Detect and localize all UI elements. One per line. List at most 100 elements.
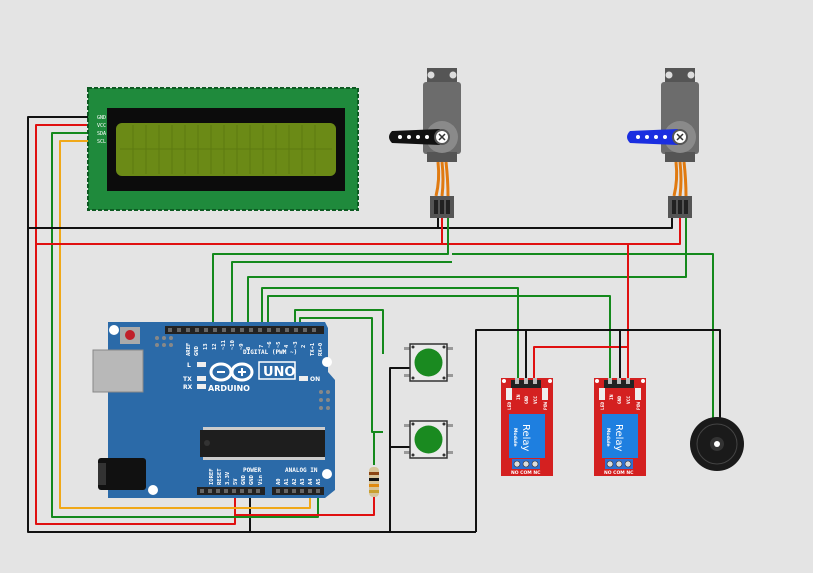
pin-label-a3: A3 xyxy=(300,478,306,485)
relay-1-led-label: LED xyxy=(507,402,513,410)
digital-header-label: DIGITAL (PWM ~) xyxy=(243,349,297,356)
pin-label-13: 13 xyxy=(203,343,209,350)
lcd-pin-vcc: VCC xyxy=(97,123,106,129)
servo-1 xyxy=(389,68,461,218)
push-button-1[interactable] xyxy=(404,343,453,382)
pin-label-a4: A4 xyxy=(308,478,314,485)
pin-label-a2: A2 xyxy=(292,478,298,485)
digital-pin-labels: AREF GND 13 12 ~11 ~10 ~9 8 7 ~6 ~5 4 ~3… xyxy=(186,339,324,356)
servo-2-horn xyxy=(627,129,678,145)
pin-label-a0: A0 xyxy=(276,478,282,485)
pin-label-gnd-1: GND xyxy=(241,474,247,485)
relay-2-pow-label: POW xyxy=(636,402,642,410)
pin-label-gnd: GND xyxy=(194,345,200,356)
relay-2-pin-gnd: GND xyxy=(617,396,623,404)
wire-relay-gnd xyxy=(525,329,721,418)
power-pin-labels: IOREF RESET 3.3V 5V GND GND Vin xyxy=(209,468,264,485)
board-model-label: UNO xyxy=(263,365,296,380)
relay-module-2: LED IN GND VCC POW Relay Module NO COM N… xyxy=(594,378,646,476)
pin-label-9: ~9 xyxy=(239,343,245,350)
wire-common-gnd xyxy=(250,329,526,533)
relay-1-title: Relay xyxy=(520,424,531,452)
pin-label-reset: RESET xyxy=(217,468,223,485)
pin-label-ioref: IOREF xyxy=(209,468,215,485)
usb-port xyxy=(92,349,144,393)
lcd-character-grid xyxy=(120,125,332,174)
pin-label-3: ~3 xyxy=(293,341,299,348)
relay-2-pin-vcc: VCC xyxy=(626,396,632,404)
push-button-2[interactable] xyxy=(404,420,453,459)
wire-lcd-sda xyxy=(51,132,319,518)
pin-label-10: ~10 xyxy=(230,340,236,350)
wire-servo-gnd-rail xyxy=(28,217,673,229)
buzzer xyxy=(690,417,744,471)
pin-label-a5: A5 xyxy=(316,478,322,485)
wire-relay-vcc xyxy=(533,244,629,378)
pin-label-6: ~6 xyxy=(267,341,273,348)
wire-resistor xyxy=(235,497,375,516)
pin-label-5: ~5 xyxy=(276,341,282,348)
wire-button2-signal xyxy=(299,317,383,433)
wire-servo2-signal xyxy=(247,217,687,327)
wire-lcd-vcc xyxy=(35,124,236,525)
resistor xyxy=(369,467,379,497)
lcd-pin-labels: GND VCC SDA SCL xyxy=(97,115,106,145)
dc-jack xyxy=(98,458,146,490)
relay-2-terminals: NO COM NC xyxy=(604,470,634,476)
relay-2-pin-in: IN xyxy=(609,394,615,400)
arduino-logo-text: ARDUINO xyxy=(208,384,250,393)
pin-label-12: 12 xyxy=(212,343,218,350)
relay-module-1: LED IN GND VCC POW Relay Module NO COM N… xyxy=(501,378,553,476)
arduino-logo-icon xyxy=(209,362,254,382)
pin-label-gnd-2: GND xyxy=(249,474,255,485)
relay-1-pow-label: POW xyxy=(543,402,549,410)
servo-1-horn xyxy=(389,129,440,145)
wires xyxy=(27,116,721,533)
relay-2-subtitle: Module xyxy=(605,428,611,447)
pin-label-5v: 5V xyxy=(233,478,239,485)
pin-label-vin: Vin xyxy=(258,475,264,485)
pin-label-11: ~11 xyxy=(221,339,227,350)
power-header-label: POWER xyxy=(243,467,261,474)
pin-label-8: 8 xyxy=(246,347,252,350)
wire-relay1-signal xyxy=(261,287,519,378)
pin-label-0: RX←0 xyxy=(318,343,324,356)
relay-2-title: Relay xyxy=(613,424,624,452)
atmega-chip xyxy=(200,427,325,460)
pin-label-7: 7 xyxy=(259,345,265,348)
wire-servo-vcc-rail xyxy=(36,217,681,245)
l-led-label: L xyxy=(187,362,191,369)
pin-label-2: 2 xyxy=(301,345,307,348)
on-led-label: ON xyxy=(310,376,320,383)
relay-1-terminals: NO COM NC xyxy=(511,470,541,476)
wire-servo1-signal xyxy=(212,217,449,327)
relay-1-subtitle: Module xyxy=(512,428,518,447)
digital-header xyxy=(165,326,324,334)
servo-2 xyxy=(627,68,699,218)
rx-led-label: RX xyxy=(183,384,193,391)
arduino-uno-board: AREF GND 13 12 ~11 ~10 ~9 8 7 ~6 ~5 4 ~3… xyxy=(92,322,335,498)
wire-buzzer-signal xyxy=(231,253,714,420)
pin-label-4: 4 xyxy=(284,344,290,348)
pin-label-1: TX→1 xyxy=(310,342,316,356)
wire-relay2-signal xyxy=(267,295,611,378)
pin-label-a1: A1 xyxy=(284,478,290,485)
relay-2-led-label: LED xyxy=(600,402,606,410)
analog-header xyxy=(272,487,324,495)
lcd-pin-sda: SDA xyxy=(97,131,106,137)
lcd-pin-gnd: GND xyxy=(97,115,106,121)
lcd-pin-scl: SCL xyxy=(97,139,106,145)
pin-label-aref: AREF xyxy=(186,343,192,356)
pin-label-3v3: 3.3V xyxy=(225,471,231,485)
analog-pin-labels: A0 A1 A2 A3 A4 A5 xyxy=(276,478,322,485)
tx-led-label: TX xyxy=(183,376,192,383)
wire-button1-signal xyxy=(294,309,384,354)
relay-1-pin-vcc: VCC xyxy=(533,396,539,404)
relay-1-pin-gnd: GND xyxy=(524,396,530,404)
lcd-module: GND VCC SDA SCL xyxy=(87,87,359,211)
relay-1-pin-in: IN xyxy=(516,394,522,400)
analog-header-label: ANALOG IN xyxy=(285,467,318,474)
power-header xyxy=(197,487,265,495)
wire-lcd-scl xyxy=(59,140,311,509)
